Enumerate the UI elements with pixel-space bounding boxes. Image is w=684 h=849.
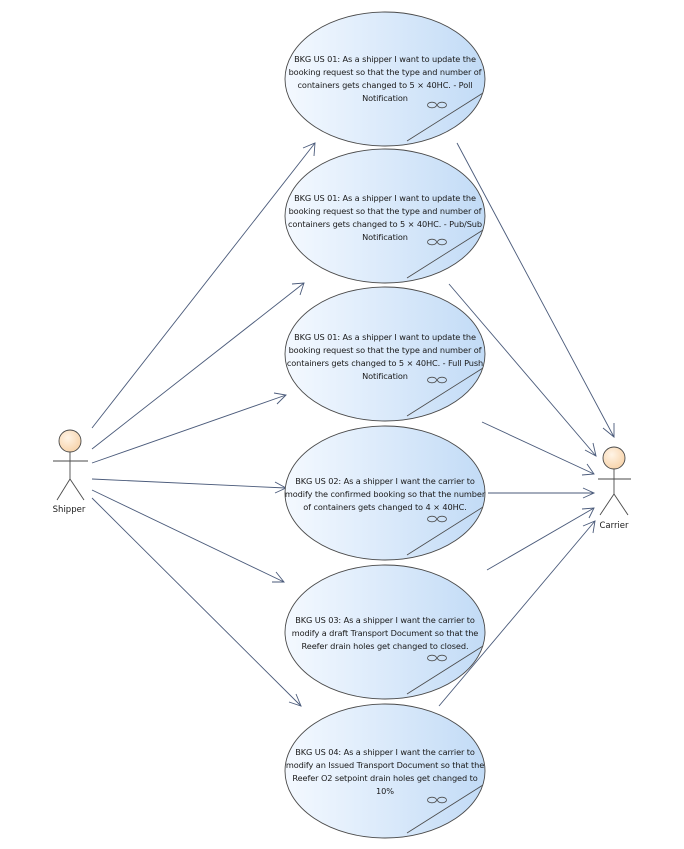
actor-left-leg — [599, 493, 615, 516]
use-case-1[interactable] — [284, 11, 486, 147]
arrowhead — [302, 142, 316, 157]
assoc-uc5-carrier[interactable] — [486, 507, 595, 571]
assoc-shipper-uc4[interactable] — [91, 478, 287, 489]
use-case-ellipse — [284, 703, 486, 839]
assoc-shipper-uc6[interactable] — [91, 497, 302, 707]
assoc-shipper-uc5[interactable] — [91, 489, 285, 583]
arrowhead — [288, 693, 302, 707]
arrowhead — [272, 571, 285, 583]
page-fold — [406, 645, 484, 695]
carrier-arrowheads — [581, 423, 615, 534]
page-fold — [406, 92, 484, 142]
page-fold — [406, 506, 484, 556]
actor-right-leg — [69, 478, 85, 501]
assoc-shipper-uc3[interactable] — [91, 394, 287, 464]
use-case-ellipse — [284, 148, 486, 284]
use-case-ellipse — [284, 564, 486, 700]
carrier-actor[interactable] — [598, 446, 631, 516]
use-case-6-text: BKG US 04: As a shipper I want the carri… — [285, 747, 485, 796]
use-case-ellipse — [284, 286, 486, 422]
arrowhead — [291, 282, 305, 296]
carrier-associations — [438, 142, 615, 707]
page-fold — [406, 229, 484, 279]
use-case-4-text: BKG US 02: As a shipper I want the carri… — [284, 476, 486, 512]
carrier-label: Carrier — [599, 521, 629, 531]
use-case-1-text: BKG US 01: As a shipper I want to update… — [288, 54, 482, 103]
page-fold — [406, 784, 484, 834]
use-case-ellipse — [284, 425, 486, 561]
arrowhead — [273, 392, 287, 405]
use-case-3[interactable] — [284, 286, 486, 422]
use-case-ellipse — [284, 11, 486, 147]
actor-right-leg — [613, 493, 629, 516]
arrowhead — [581, 507, 595, 519]
composite-link-icon — [427, 515, 447, 523]
shipper-actor[interactable] — [53, 429, 88, 501]
assoc-uc3-carrier[interactable] — [481, 421, 595, 475]
composite-link-icon — [427, 238, 447, 246]
shipper-associations — [91, 142, 316, 707]
shipper-label: Shipper — [52, 505, 86, 515]
actor-left-leg — [56, 478, 71, 501]
composite-link-icon — [427, 654, 447, 662]
arrowhead — [581, 463, 595, 476]
composite-link-icon — [427, 376, 447, 384]
use-case-5-text: BKG US 03: As a shipper I want the carri… — [291, 615, 479, 651]
assoc-shipper-uc1[interactable] — [91, 142, 316, 429]
use-case-6[interactable] — [284, 703, 486, 839]
assoc-uc2-carrier[interactable] — [448, 283, 597, 457]
composite-link-icon — [427, 101, 447, 109]
use-case-5[interactable] — [284, 564, 486, 700]
arrowhead — [582, 487, 596, 499]
shipper-arrowheads — [272, 142, 316, 707]
arrowhead — [584, 442, 597, 457]
assoc-uc6-carrier[interactable] — [438, 520, 596, 707]
use-case-4[interactable] — [284, 425, 486, 561]
assoc-shipper-uc2[interactable] — [91, 282, 305, 450]
assoc-uc1-carrier[interactable] — [456, 142, 615, 438]
actor-head — [58, 429, 82, 453]
use-case-3-text: BKG US 01: As a shipper I want to update… — [286, 332, 484, 381]
page-fold — [406, 367, 484, 417]
arrowhead — [582, 520, 596, 534]
arrowhead — [602, 423, 615, 438]
use-case-2-text: BKG US 01: As a shipper I want to update… — [288, 193, 482, 242]
composite-link-icon — [427, 796, 447, 804]
actor-head — [602, 446, 626, 470]
use-case-2[interactable] — [284, 148, 486, 284]
